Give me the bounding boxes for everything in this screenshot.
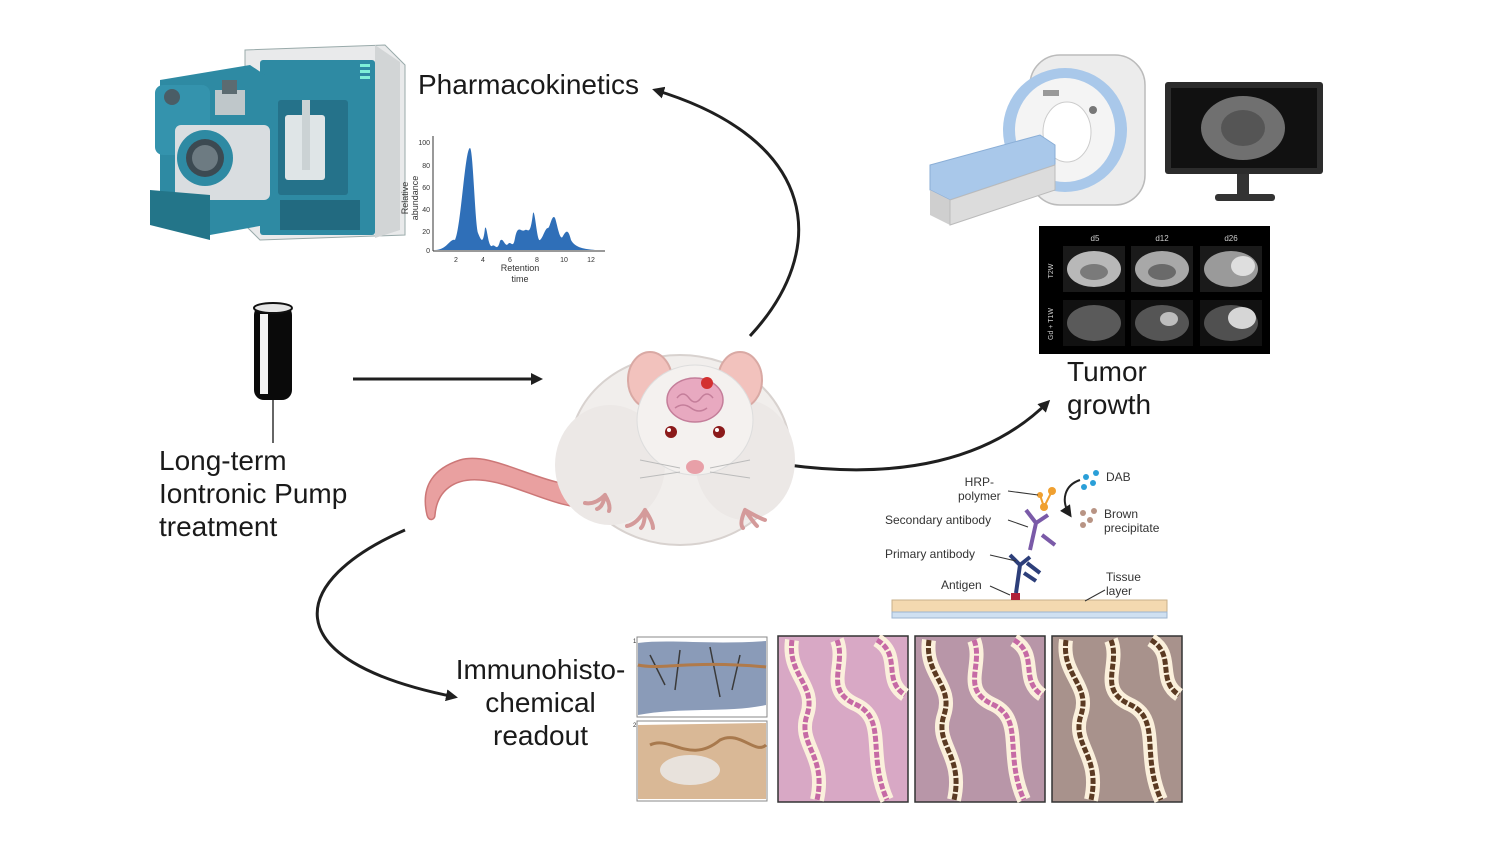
mri-row1-label: T2W [1048,263,1055,278]
ihc-stain-panels [777,635,1184,803]
chromatogram: 100 80 60 40 20 0 2 4 6 8 10 12 Retentio… [400,136,605,284]
mri-col-d5: d5 [1091,234,1100,243]
tumor-growth-label: Tumor growth [1067,355,1151,421]
slide-label-1: 1 [633,639,637,645]
tumor-label-line2: growth [1067,389,1152,420]
mri-image-grid: d5 d12 d26 T2W Gd + T1W [1039,226,1270,354]
y-tick-40: 40 [422,207,430,214]
hrp-polymer-label: HRP- polymer [958,475,1001,503]
primary-antibody-label: Primary antibody [885,547,976,561]
brown-label-line2: precipitate [1104,521,1160,535]
y-axis-label-2: abundance [410,176,420,221]
tissue-slide-scans: 1 2 [633,636,768,802]
y-tick-80: 80 [422,163,430,170]
dab-label: DAB [1106,470,1131,484]
y-tick-0: 0 [426,248,430,255]
chromatogram-peaks [435,148,595,250]
tissue-label-line2: layer [1106,584,1133,598]
mri-t2w-row [1063,246,1262,292]
arrow-rat-to-ihc [315,528,458,702]
ihc-panel-unstained [777,635,910,803]
mri-col-d26: d26 [1224,234,1238,243]
x-tick-12: 12 [587,257,595,264]
y-tick-100: 100 [418,140,430,147]
pump-label-line1: Long-term [159,445,287,476]
rat-icon [424,351,795,546]
x-axis-label-1: Retention [501,263,540,273]
ihc-panel-partial [914,635,1047,803]
brown-label-line1: Brown [1104,507,1139,521]
pump-label-line2: Iontronic Pump [159,478,348,509]
x-tick-6: 6 [508,257,512,264]
brown-precipitate-label: Brown precipitate [1104,507,1159,535]
x-tick-10: 10 [560,257,568,264]
x-tick-4: 4 [481,257,485,264]
ihc-label-line3: readout [493,720,588,751]
pharmacokinetics-label: Pharmacokinetics [418,69,639,100]
ihc-label-line1: Immunohisto- [455,654,626,685]
ihc-schematic [891,470,1168,619]
secondary-antibody-label: Secondary antibody [885,513,992,527]
y-tick-20: 20 [422,229,430,236]
lc-ms-instrument-icon [150,44,406,241]
iontronic-pump-icon [253,302,293,443]
tumor-label-line1: Tumor [1067,356,1147,387]
hrp-label-line1: HRP- [964,475,995,489]
x-tick-8: 8 [535,257,539,264]
tissue-label-line1: Tissue [1106,570,1141,584]
y-axis-label-1: Relative [400,182,410,215]
ihc-panel-stained [1051,635,1184,803]
slide-label-2: 2 [633,723,637,729]
tissue-layer-label: Tissue layer [1106,570,1141,598]
pump-label-line3: treatment [159,511,278,542]
x-tick-2: 2 [454,257,458,264]
hrp-label-line2: polymer [958,489,1001,503]
antigen-label: Antigen [941,578,982,592]
mri-t1w-row [1063,300,1262,346]
x-axis-label-2: time [511,274,528,284]
ihc-label-line2: chemical [485,687,596,718]
arrow-rat-to-pharmacokinetics [652,86,801,338]
y-tick-60: 60 [422,185,430,192]
pump-label: Long-term Iontronic Pump treatment [159,444,347,543]
arrow-rat-to-tumor [787,399,1051,472]
ihc-readout-label: Immunohisto- chemical readout [448,653,633,752]
mri-col-d12: d12 [1155,234,1169,243]
mri-row2-label: Gd + T1W [1048,308,1055,340]
mri-scanner-icon [929,54,1323,226]
